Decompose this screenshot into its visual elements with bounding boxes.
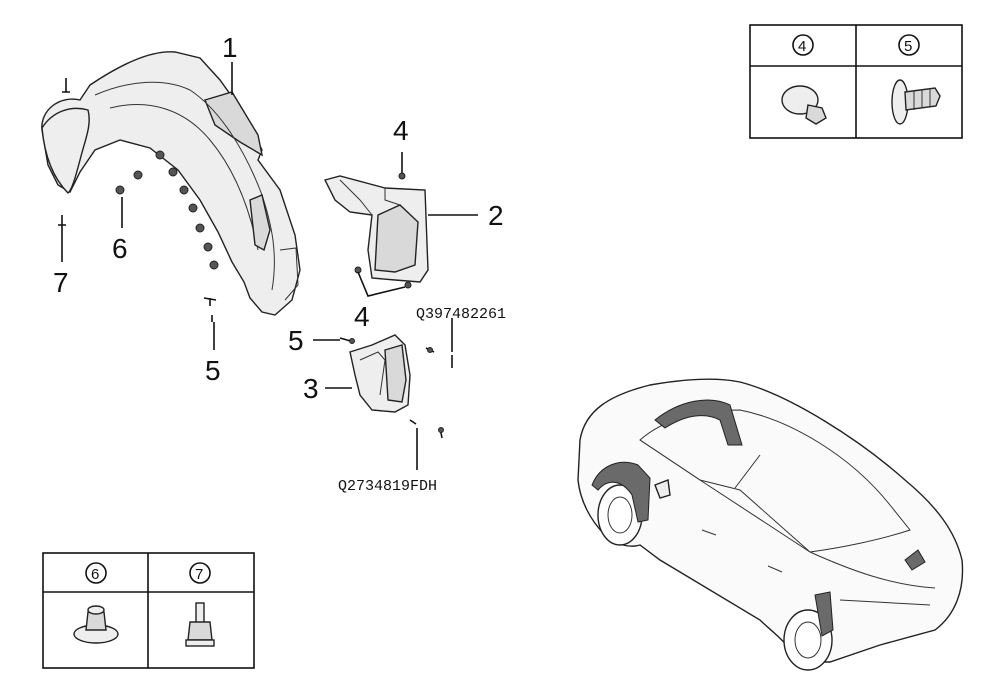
legend-num-7: 7 [195, 566, 203, 583]
splash-shield-part [323, 172, 429, 289]
legend-num-6: 6 [91, 566, 99, 583]
part-number-upper: Q397482261 [416, 306, 506, 323]
legend-num-4: 4 [798, 38, 806, 55]
callout-5-mid: 5 [288, 325, 304, 356]
callout-4-top: 4 [393, 115, 409, 146]
part-number-lower: Q2734819FDH [338, 478, 437, 495]
callout-2: 2 [488, 200, 504, 231]
clip-6-icon [73, 605, 119, 644]
clip-7-icon [185, 602, 215, 647]
clip-5-icon [891, 79, 941, 125]
callout-6: 6 [112, 233, 128, 264]
legend-table-bottom: 6 7 [42, 552, 255, 669]
clip-4-icon [781, 85, 827, 125]
mud-guard-part [339, 334, 411, 413]
legend-table-top: 4 5 [749, 24, 963, 139]
legend-num-5: 5 [904, 38, 912, 55]
callout-5-left: 5 [205, 355, 221, 386]
liner-clips [115, 150, 219, 270]
leader-4-bottom [357, 271, 406, 297]
fastener-hardware [409, 347, 453, 439]
callout-7: 7 [53, 267, 69, 298]
callout-3: 3 [303, 373, 319, 404]
callout-4-bottom: 4 [354, 301, 370, 332]
callout-1: 1 [222, 32, 238, 63]
fender-liner-part [41, 51, 301, 322]
car-location-illustration [577, 378, 964, 671]
